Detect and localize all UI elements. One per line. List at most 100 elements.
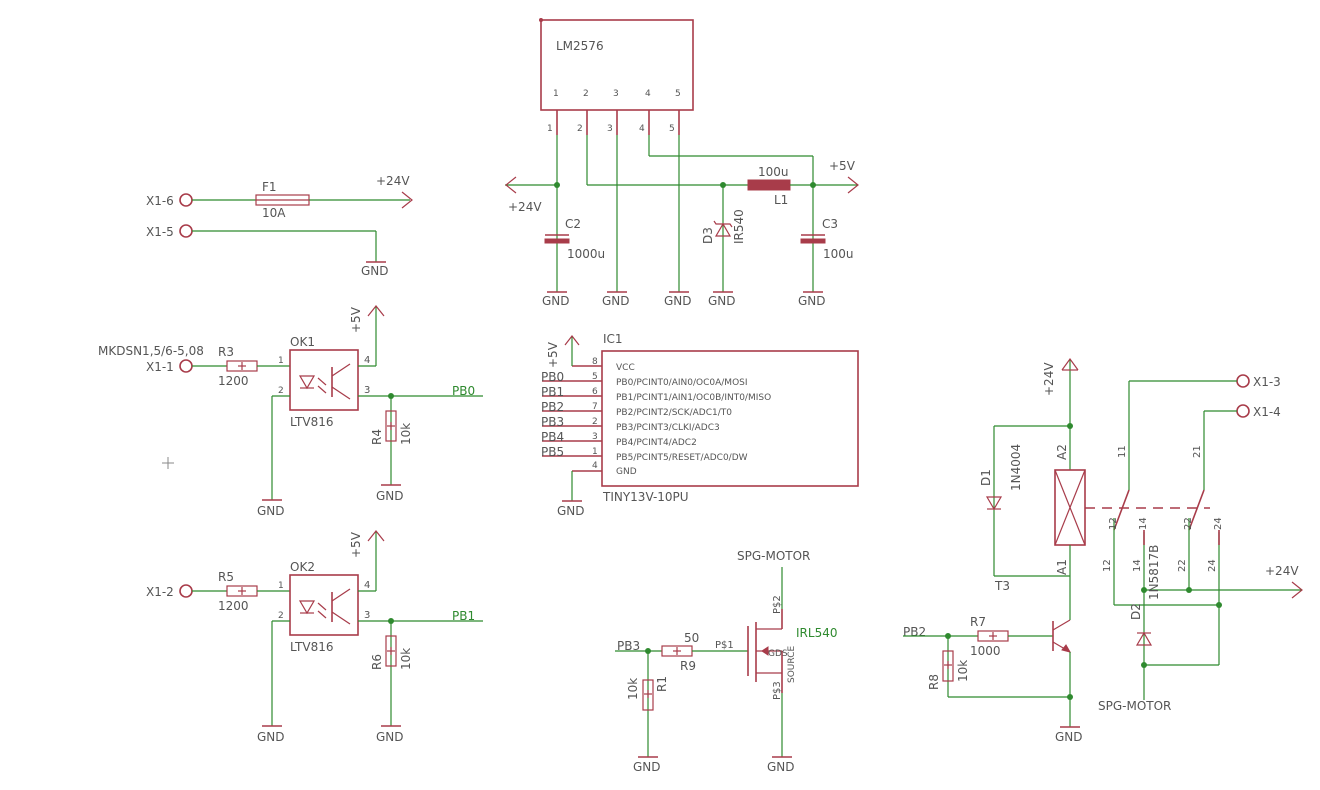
- svg-text:4: 4: [592, 461, 598, 471]
- terminal-x1-2[interactable]: [179, 584, 193, 598]
- input1-section: MKDSN1,5/6-5,08 X1-1 R3 1200 OK1 LTV816 …: [98, 305, 483, 518]
- svg-text:1200: 1200: [218, 374, 249, 388]
- svg-text:10k: 10k: [626, 678, 640, 700]
- diode-d3[interactable]: [714, 222, 732, 237]
- svg-text:GND: GND: [798, 294, 826, 308]
- mosfet-section: PB3 50 R9 P$1 10k R1 GND SPG-MOTOR P$2 P…: [615, 549, 837, 774]
- terminal-x1-4[interactable]: [1236, 404, 1250, 418]
- svg-text:A2: A2: [1055, 444, 1069, 460]
- svg-text:R4: R4: [370, 429, 384, 445]
- svg-text:14: 14: [1138, 517, 1149, 530]
- c3-value: 100u: [823, 247, 854, 261]
- svg-text:D1: D1: [979, 469, 993, 486]
- svg-text:4: 4: [364, 355, 370, 366]
- svg-text:PB5/PCINT5/RESET/ADC0/DW: PB5/PCINT5/RESET/ADC0/DW: [616, 453, 748, 463]
- svg-text:GND: GND: [708, 294, 736, 308]
- regulator-output-5v: +5V: [829, 159, 856, 173]
- mcu-section: IC1 TINY13V-10PU VCC PB0/PCINT0/AIN0/OC0…: [162, 332, 859, 518]
- svg-text:10k: 10k: [399, 423, 413, 445]
- svg-text:1000: 1000: [970, 644, 1001, 658]
- svg-text:P$3: P$3: [772, 681, 783, 700]
- svg-text:R6: R6: [370, 654, 384, 670]
- svg-text:21: 21: [1192, 445, 1203, 458]
- svg-text:PB1/PCINT1/AIN1/OC0B/INT0/MISO: PB1/PCINT1/AIN1/OC0B/INT0/MISO: [616, 393, 771, 403]
- l1-ref: L1: [774, 193, 788, 207]
- svg-text:22: 22: [1177, 559, 1188, 572]
- terminal-x1-6[interactable]: [179, 193, 193, 207]
- svg-text:D3: D3: [701, 227, 715, 244]
- input2-section: X1-2 R5 1200 OK2 LTV816 1 2 3 4 GND +5V …: [146, 530, 483, 744]
- svg-text:R8: R8: [927, 674, 941, 690]
- svg-text:GND: GND: [767, 760, 795, 774]
- mcu-ic1[interactable]: [601, 350, 859, 487]
- svg-text:12: 12: [1108, 517, 1119, 530]
- svg-text:GND: GND: [557, 504, 585, 518]
- svg-text:2: 2: [577, 124, 583, 134]
- svg-text:GND: GND: [616, 467, 637, 477]
- regulator-section: LM2576 1 2 3 4 5 1 2 3 4 5 +24V C2 1000u…: [505, 18, 859, 308]
- svg-text:2: 2: [583, 89, 589, 99]
- svg-text:VCC: VCC: [616, 363, 635, 373]
- svg-text:14: 14: [1132, 559, 1143, 572]
- svg-text:+5V: +5V: [349, 531, 363, 558]
- svg-text:8: 8: [592, 357, 598, 367]
- svg-text:+5V: +5V: [546, 341, 560, 368]
- svg-text:1N5817B: 1N5817B: [1147, 545, 1161, 600]
- svg-text:+24V: +24V: [1265, 564, 1299, 578]
- svg-text:24: 24: [1207, 559, 1218, 572]
- svg-text:PB4: PB4: [541, 430, 564, 444]
- svg-text:PB0: PB0: [452, 384, 475, 398]
- svg-text:3: 3: [613, 89, 619, 99]
- svg-text:R9: R9: [680, 659, 696, 673]
- svg-text:1: 1: [547, 124, 553, 134]
- svg-text:+5V: +5V: [349, 306, 363, 333]
- fuse-value: 10A: [262, 206, 286, 220]
- svg-text:1: 1: [553, 89, 559, 99]
- svg-text:2: 2: [592, 417, 598, 427]
- terminal-x1-6-label: X1-6: [146, 194, 174, 208]
- svg-text:12: 12: [1102, 559, 1113, 572]
- svg-text:PB2/PCINT2/SCK/ADC1/T0: PB2/PCINT2/SCK/ADC1/T0: [616, 408, 732, 418]
- c3-ref: C3: [822, 217, 838, 231]
- svg-text:5: 5: [669, 124, 675, 134]
- svg-text:SOURCE: SOURCE: [787, 646, 797, 683]
- optocoupler-ok1[interactable]: [289, 349, 359, 411]
- svg-text:GND: GND: [376, 730, 404, 744]
- svg-text:GND: GND: [1055, 730, 1083, 744]
- svg-text:3: 3: [364, 385, 370, 396]
- svg-text:GND: GND: [257, 730, 285, 744]
- inductor-l1[interactable]: [747, 179, 791, 191]
- svg-text:PB3/PCINT3/CLKI/ADC3: PB3/PCINT3/CLKI/ADC3: [616, 423, 720, 433]
- svg-text:4: 4: [645, 89, 651, 99]
- svg-text:PB3: PB3: [541, 415, 564, 429]
- svg-text:R5: R5: [218, 570, 234, 584]
- terminal-x1-1[interactable]: [179, 359, 193, 373]
- svg-text:R7: R7: [970, 615, 986, 629]
- svg-text:D2: D2: [1129, 603, 1143, 620]
- svg-text:GND: GND: [542, 294, 570, 308]
- svg-text:GDS: GDS: [768, 649, 788, 659]
- optocoupler-ok2[interactable]: [289, 574, 359, 636]
- svg-text:2: 2: [278, 611, 284, 621]
- l1-value: 100u: [758, 165, 789, 179]
- c2-value: 1000u: [567, 247, 605, 261]
- svg-text:GND: GND: [664, 294, 692, 308]
- svg-text:1200: 1200: [218, 599, 249, 613]
- svg-text:PB2: PB2: [541, 400, 564, 414]
- svg-text:LTV816: LTV816: [290, 415, 333, 429]
- svg-text:T3: T3: [994, 579, 1010, 593]
- svg-text:X1-3: X1-3: [1253, 375, 1281, 389]
- svg-text:SPG-MOTOR: SPG-MOTOR: [737, 549, 810, 563]
- svg-text:PB0: PB0: [541, 370, 564, 384]
- terminal-x1-5[interactable]: [179, 224, 193, 238]
- svg-text:GND: GND: [633, 760, 661, 774]
- svg-text:3: 3: [592, 432, 598, 442]
- svg-text:PB5: PB5: [541, 445, 564, 459]
- svg-text:PB4/PCINT4/ADC2: PB4/PCINT4/ADC2: [616, 438, 697, 448]
- svg-text:LTV816: LTV816: [290, 640, 333, 654]
- svg-text:R1: R1: [655, 676, 669, 692]
- svg-text:6: 6: [592, 387, 598, 397]
- c2-ref: C2: [565, 217, 581, 231]
- terminal-x1-3[interactable]: [1236, 374, 1250, 388]
- svg-text:24: 24: [1213, 517, 1224, 530]
